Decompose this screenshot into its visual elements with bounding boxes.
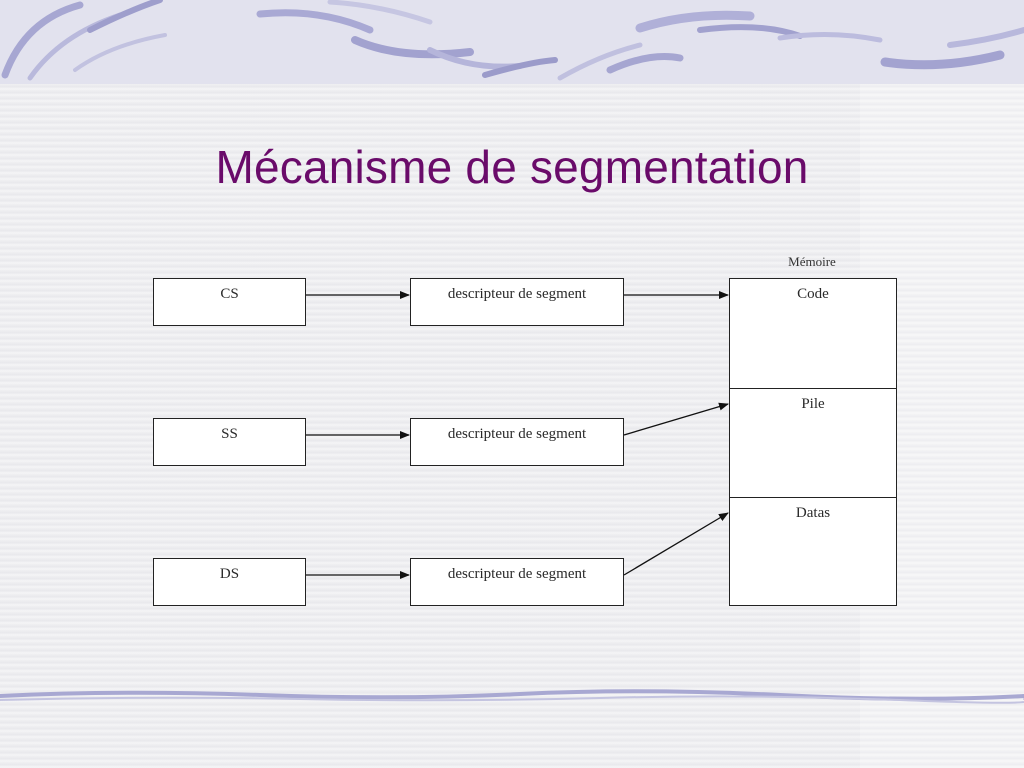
memory-segment-pile: Pile — [730, 388, 896, 497]
register-box-cs: CS — [153, 278, 306, 326]
arrow-descriptor-to-datas — [623, 512, 729, 576]
slide-title: Mécanisme de segmentation — [215, 141, 809, 193]
descriptor-box-cs: descripteur de segment — [410, 278, 624, 326]
memory-segment-code: Code — [797, 286, 829, 302]
swirl-decoration — [1, 0, 1024, 81]
arrow-descriptor-to-pile — [623, 402, 729, 436]
descriptor-box-ds: descripteur de segment — [410, 558, 624, 606]
bottom-decoration-line — [0, 689, 1024, 704]
descriptor-box-ss: descripteur de segment — [410, 418, 624, 466]
memory-label: Mémoire — [788, 254, 836, 269]
memory-block: Code Pile Datas — [729, 278, 897, 606]
register-box-ss: SS — [153, 418, 306, 466]
memory-segment-datas: Datas — [730, 497, 896, 606]
register-box-ds: DS — [153, 558, 306, 606]
top-decoration-band — [0, 0, 1024, 84]
